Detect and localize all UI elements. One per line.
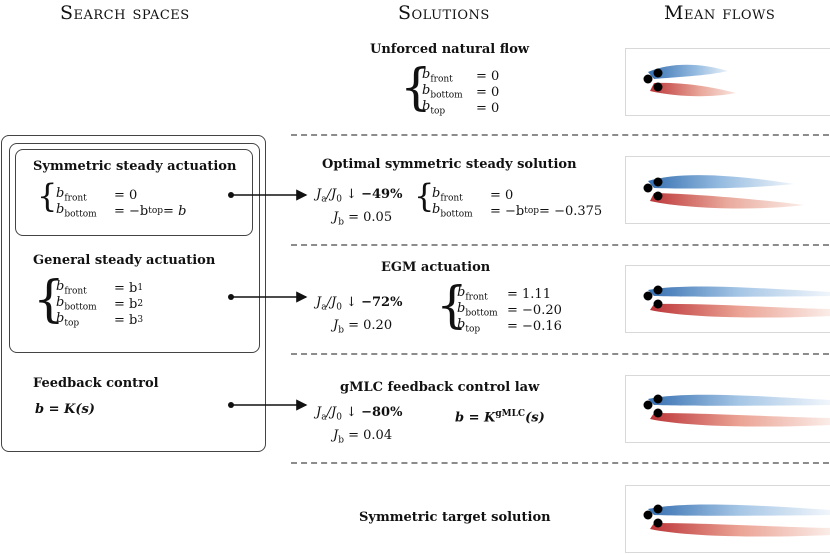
- header-mean-flows: Mean flows: [664, 2, 776, 24]
- symmetric-steady-box: [15, 149, 253, 236]
- unforced-title: Unforced natural flow: [370, 42, 530, 57]
- separator-2: [291, 244, 829, 246]
- symmetric-steady-title: Symmetric steady actuation: [33, 159, 237, 174]
- separator-4: [291, 462, 829, 464]
- flow-field-gmlc: [643, 394, 830, 427]
- mean-flow-optimal: [625, 156, 830, 224]
- gmlc-metrics: Ja/J0 ↓ −80% Jb = 0.04: [316, 405, 403, 446]
- header-search-spaces: Search spaces: [60, 2, 190, 24]
- general-brace: {: [33, 270, 65, 328]
- flow-field-optimal: [643, 175, 804, 209]
- unforced-brace: {: [400, 58, 432, 116]
- general-steady-title: General steady actuation: [33, 253, 216, 268]
- flow-field-target: [643, 504, 830, 537]
- header-solutions: Solutions: [398, 2, 490, 24]
- mean-flow-unforced: [625, 48, 830, 116]
- search-spaces-outer-box: [1, 135, 266, 452]
- separator-3: [291, 353, 829, 355]
- egm-title: EGM actuation: [381, 260, 491, 275]
- flow-field-unforced: [643, 64, 736, 97]
- egm-brace: {: [436, 276, 468, 334]
- feedback-control-law: b = K(s): [35, 402, 95, 417]
- gmlc-law: b = KgMLC(s): [455, 409, 545, 426]
- mean-flow-target: [625, 485, 830, 553]
- gmlc-title: gMLC feedback control law: [340, 380, 540, 395]
- feedback-control-title: Feedback control: [33, 376, 159, 391]
- egm-metrics: Ja/J0 ↓ −72% Jb = 0.20: [316, 295, 403, 336]
- optimal-title: Optimal symmetric steady solution: [322, 157, 577, 172]
- symmetric-brace: {: [37, 177, 58, 215]
- target-title: Symmetric target solution: [359, 510, 551, 525]
- arrow-general: [228, 291, 308, 303]
- mean-flow-gmlc: [625, 375, 830, 443]
- unforced-equations: bfront= 0 bbottom= 0 btop= 0: [422, 67, 500, 117]
- mean-flow-egm: [625, 265, 830, 333]
- arrow-feedback: [228, 399, 308, 411]
- steady-actuation-box: [9, 143, 260, 353]
- separator-1: [291, 134, 829, 136]
- flow-field-egm: [643, 285, 830, 318]
- optimal-metrics: Ja/J0 ↓ −49% Jb = 0.05: [316, 187, 403, 228]
- arrow-symmetric: [228, 189, 308, 201]
- optimal-brace: {: [414, 177, 435, 215]
- egm-equations: bfront= 1.11 bbottom= −0.20 btop= −0.16: [457, 285, 562, 335]
